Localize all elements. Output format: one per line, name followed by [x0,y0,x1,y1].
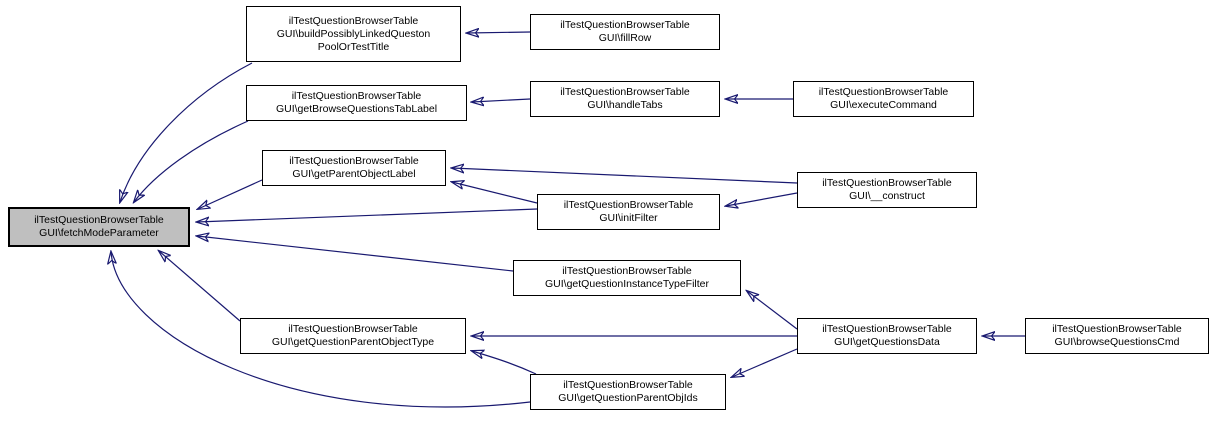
node-buildPossiblyLinkedQuestonPoolOrTestTitle[interactable]: ilTestQuestionBrowserTable GUI\buildPoss… [246,6,461,62]
edge-getQuestionParentObjIds-to-getQuestionParentObjectType [472,351,537,375]
node-label-line: ilTestQuestionBrowserTable [563,379,693,391]
edge-getQuestionsData-to-getQuestionInstanceTypeFilter [747,291,798,330]
node-label-line: GUI\browseQuestionsCmd [1054,336,1180,348]
edge-getQuestionParentObjectType-to-fetchModeParameter [159,251,241,322]
node-label-line: ilTestQuestionBrowserTable [34,214,164,226]
node-label-line: GUI\getParentObjectLabel [292,168,416,180]
node-label-line: PoolOrTestTitle [317,40,390,53]
node-label-line: GUI\fillRow [598,32,652,44]
node-label-line: GUI\fetchModeParameter [39,227,159,239]
node-label-line: ilTestQuestionBrowserTable [1052,323,1182,335]
node-label-line: ilTestQuestionBrowserTable [822,323,952,335]
node-getQuestionsData[interactable]: ilTestQuestionBrowserTable GUI\getQuesti… [797,318,977,354]
node-label-line: GUI\initFilter [599,212,658,224]
node-label-line: GUI\getQuestionsData [834,336,940,348]
node-handleTabs[interactable]: ilTestQuestionBrowserTable GUI\handleTab… [530,81,720,117]
edge-initFilter-to-getParentObjectLabel [452,182,538,204]
node-browseQuestionsCmd[interactable]: ilTestQuestionBrowserTable GUI\browseQue… [1025,318,1209,354]
node-label-line: ilTestQuestionBrowserTable [822,177,952,189]
node-label-line: GUI\__construct [849,190,925,202]
node-getParentObjectLabel[interactable]: ilTestQuestionBrowserTable GUI\getParent… [262,150,446,186]
edge-getQuestionsData-to-getQuestionParentObjIds [732,348,798,377]
node-getBrowseQuestionsTabLabel[interactable]: ilTestQuestionBrowserTable GUI\getBrowse… [246,85,467,121]
edge-getBrowseQuestionsTabLabel-to-fetchModeParameter [134,120,249,202]
edge-handleTabs-to-getBrowseQuestionsTabLabel [472,99,531,102]
edge-fillRow-to-buildPossiblyLinkedQuestonPoolOrTestTitle [467,32,531,33]
node-label-line: ilTestQuestionBrowserTable [288,323,418,335]
node-getQuestionParentObjIds[interactable]: ilTestQuestionBrowserTable GUI\getQuesti… [530,374,726,410]
node-label-line: GUI\handleTabs [587,99,663,111]
node-label-line: ilTestQuestionBrowserTable [560,86,690,98]
node-construct[interactable]: ilTestQuestionBrowserTable GUI\__constru… [797,172,977,208]
node-executeCommand[interactable]: ilTestQuestionBrowserTable GUI\executeCo… [793,81,974,117]
node-label-line: ilTestQuestionBrowserTable [289,155,419,167]
node-label-line: ilTestQuestionBrowserTable [818,86,949,98]
edge-getQuestionInstanceTypeFilter-to-fetchModeParameter [197,236,514,272]
node-label-line: ilTestQuestionBrowserTable [560,19,690,31]
node-label-line: ilTestQuestionBrowserTable [291,90,422,102]
node-label-line: GUI\getBrowseQuestionsTabLabel [275,103,438,115]
node-label-line: ilTestQuestionBrowserTable [562,265,692,277]
node-label-line: GUI\getQuestionInstanceTypeFilter [545,278,709,290]
node-getQuestionParentObjectType[interactable]: ilTestQuestionBrowserTable GUI\getQuesti… [240,318,466,354]
node-label-line: GUI\executeCommand [830,99,937,111]
node-initFilter[interactable]: ilTestQuestionBrowserTable GUI\initFilte… [537,194,720,230]
edge-construct-to-getParentObjectLabel [452,168,798,184]
edge-getParentObjectLabel-to-fetchModeParameter [198,179,263,209]
node-label-line: GUI\getQuestionParentObjIds [558,392,698,404]
node-label-line: ilTestQuestionBrowserTable [563,199,694,211]
node-label-line: GUI\buildPossiblyLinkedQueston [276,27,431,40]
edge-initFilter-to-fetchModeParameter [197,208,538,222]
node-label-line: GUI\getQuestionParentObjectType [271,336,435,348]
node-fetchModeParameter: ilTestQuestionBrowserTable GUI\fetchMode… [8,207,190,247]
node-getQuestionInstanceTypeFilter[interactable]: ilTestQuestionBrowserTable GUI\getQuesti… [513,260,741,296]
edge-construct-to-initFilter [726,192,798,206]
node-fillRow[interactable]: ilTestQuestionBrowserTable GUI\fillRow [530,14,720,50]
node-label-line: ilTestQuestionBrowserTable [288,14,419,27]
edge-buildPossiblyLinkedQuestonPoolOrTestTitle-to-fetchModeParameter [120,62,253,202]
